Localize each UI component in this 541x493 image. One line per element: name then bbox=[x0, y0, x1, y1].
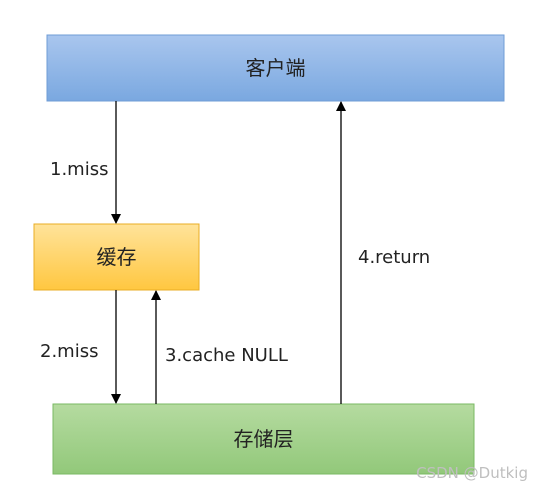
client-node: 客户端 bbox=[46, 34, 505, 102]
edge-label-miss-1: 1.miss bbox=[50, 159, 108, 180]
client-label: 客户端 bbox=[246, 56, 306, 80]
edge-return: 4.return bbox=[336, 101, 430, 404]
edge-cache-null: 3.cache NULL bbox=[151, 290, 288, 404]
cache-node: 缓存 bbox=[33, 223, 200, 291]
edge-label-cache-null: 3.cache NULL bbox=[165, 345, 288, 366]
edge-miss-2: 2.miss bbox=[40, 290, 121, 404]
storage-box bbox=[52, 403, 475, 475]
edge-miss-1: 1.miss bbox=[50, 101, 121, 224]
client-box bbox=[46, 34, 505, 102]
storage-node: 存储层 bbox=[52, 403, 475, 475]
cache-box bbox=[33, 223, 200, 291]
edge-label-return: 4.return bbox=[358, 247, 430, 268]
watermark-text: CSDN @Dutkig bbox=[416, 464, 528, 482]
cache-label: 缓存 bbox=[97, 245, 137, 269]
edge-label-miss-2: 2.miss bbox=[40, 341, 98, 362]
storage-label: 存储层 bbox=[234, 427, 294, 451]
